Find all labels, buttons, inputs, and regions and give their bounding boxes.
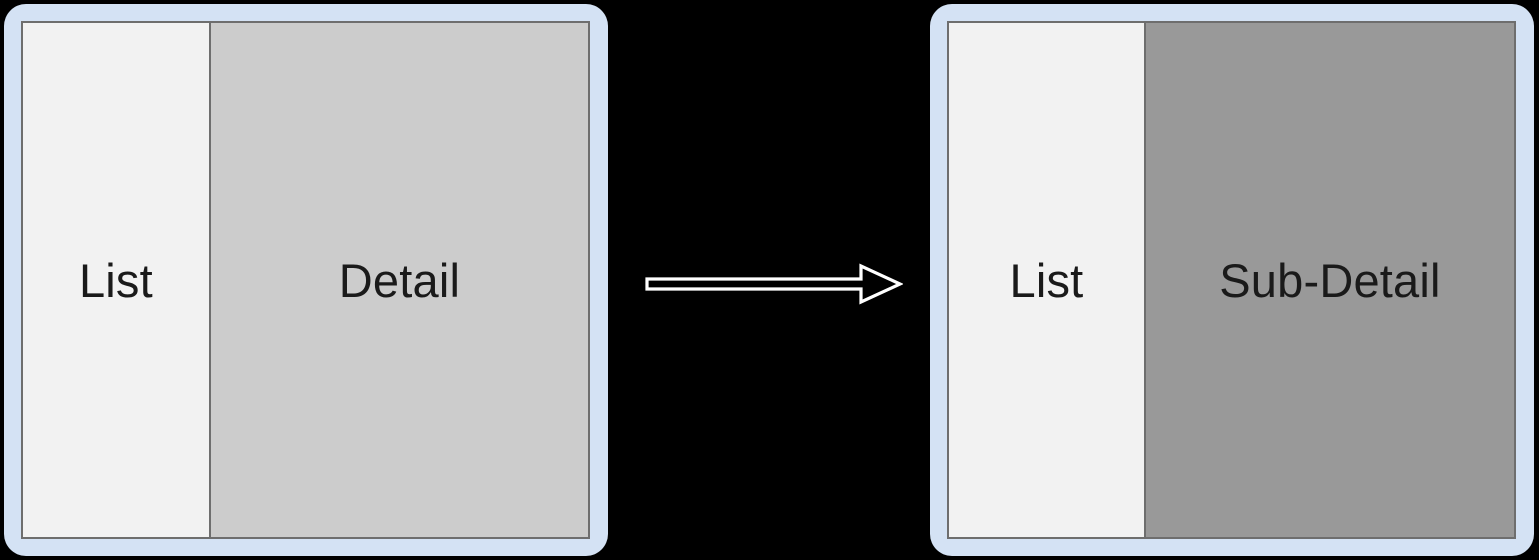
arrow-right-icon [645,263,903,305]
transition-arrow [645,254,903,314]
frame-before-pane-list[interactable]: List [23,23,209,537]
frame-before-pane-list-label: List [78,253,153,307]
frame-after-pane-sub-detail-label: Sub-Detail [1219,253,1441,307]
frame-after-pane-sub-detail[interactable]: Sub-Detail [1143,23,1514,537]
frame-before[interactable]: List Detail [4,4,608,556]
frame-after[interactable]: List Sub-Detail [930,4,1534,556]
transition-arrow-glyph [645,263,903,305]
frame-after-screen: List Sub-Detail [947,21,1516,539]
frame-before-pane-detail[interactable]: Detail [208,23,588,537]
frame-before-pane-detail-label: Detail [338,253,461,307]
frame-before-screen: List Detail [21,21,590,539]
frame-after-pane-list[interactable]: List [949,23,1144,537]
frame-after-pane-list-label: List [1009,253,1084,307]
